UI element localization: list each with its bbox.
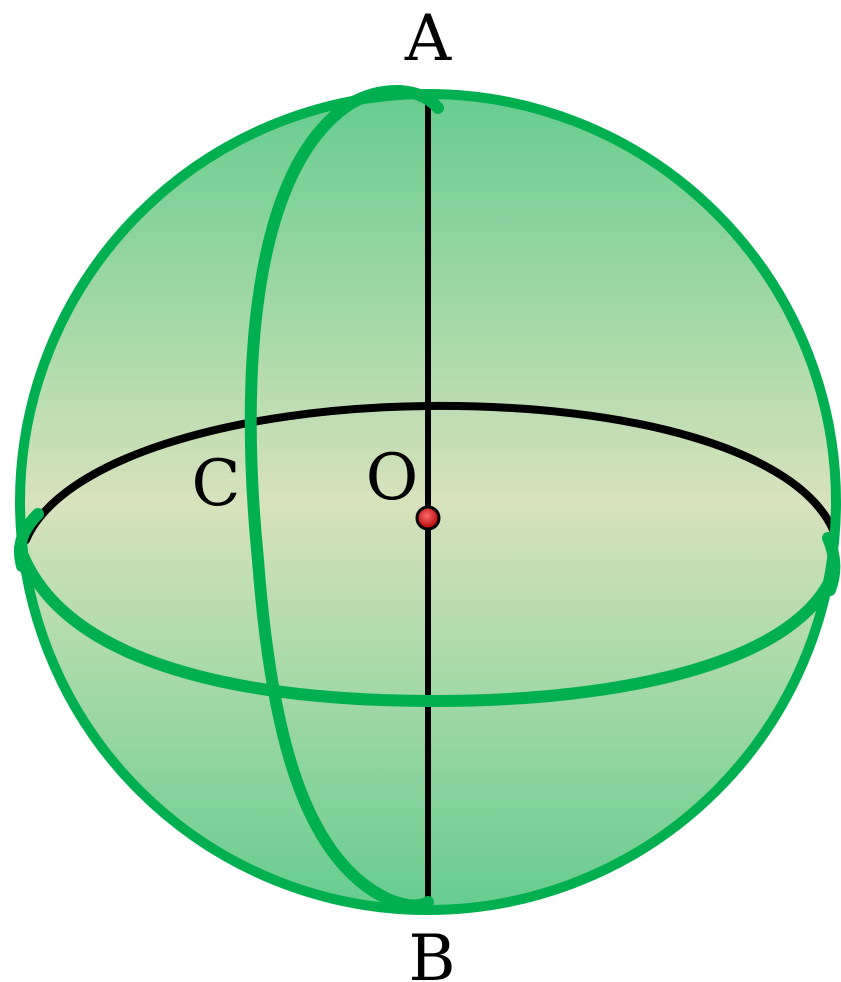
label-C: C [192, 447, 241, 521]
label-O: O [366, 441, 418, 515]
equator-front-arc [14, 542, 840, 708]
sphere-outline [15, 89, 841, 915]
label-B: B [408, 922, 455, 982]
label-A: A [404, 2, 452, 76]
center-point [415, 505, 441, 531]
